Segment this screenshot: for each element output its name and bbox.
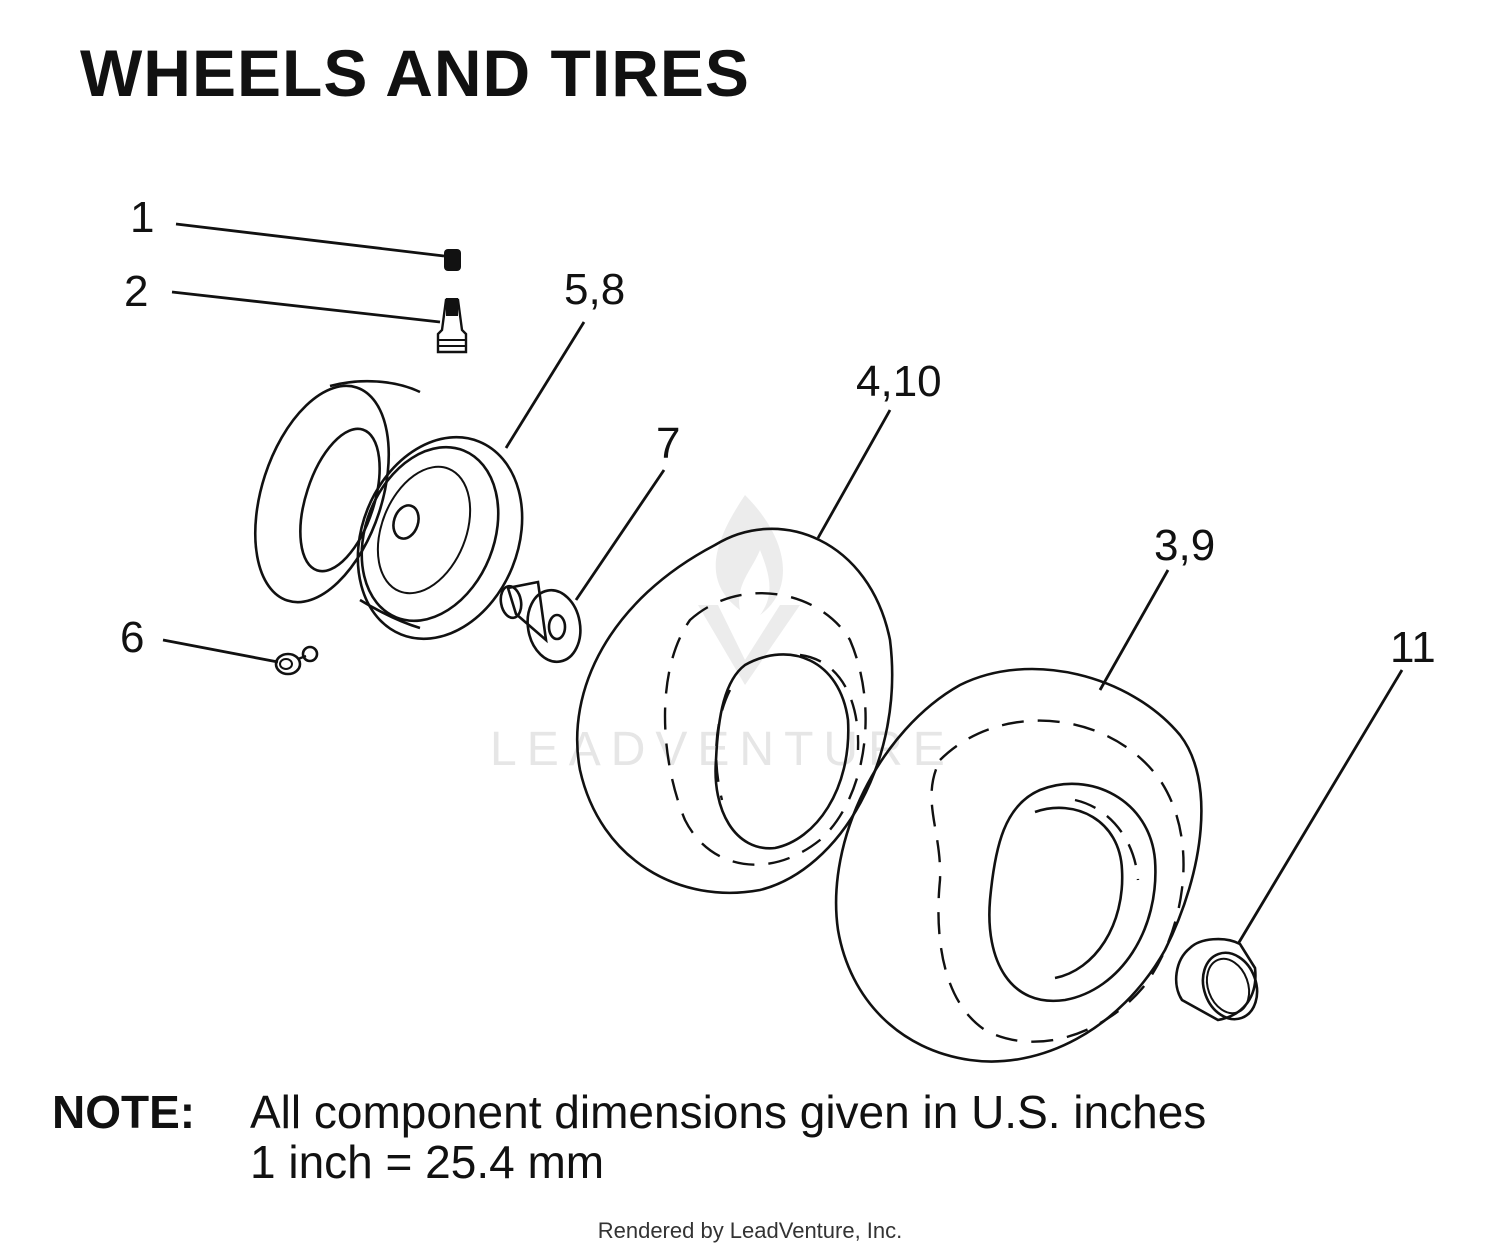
leader-line-4-10	[816, 409, 892, 539]
part-front-tire	[575, 527, 894, 895]
leader-line-7	[574, 469, 666, 601]
watermark-flame-icon	[715, 495, 783, 615]
part-rear-tire	[834, 667, 1203, 1063]
note-line-1: All component dimensions given in U.S. i…	[250, 1086, 1207, 1138]
part-valve-stem	[436, 298, 468, 354]
callout-4-10: 4,10	[856, 357, 942, 406]
leader-line-2	[171, 290, 441, 324]
callout-11: 11	[1390, 623, 1436, 672]
watermark-text: LEADVENTURE	[490, 723, 955, 776]
callout-2: 2	[124, 267, 148, 316]
callout-6: 6	[120, 613, 144, 662]
part-grease-fitting	[274, 645, 319, 676]
leader-line-1	[175, 222, 445, 258]
callout-3-9: 3,9	[1154, 521, 1215, 570]
part-bushing	[499, 580, 582, 664]
part-valve-cap	[444, 249, 461, 271]
part-wheel-rim	[253, 379, 524, 641]
leader-line-6	[162, 638, 279, 664]
page-title: WHEELS AND TIRES	[80, 36, 750, 110]
part-hub-cap	[1174, 937, 1259, 1022]
rendered-by-footer: Rendered by LeadVenture, Inc.	[597, 1218, 903, 1243]
callout-5-8: 5,8	[564, 265, 625, 314]
callout-7: 7	[656, 419, 680, 468]
note-label: NOTE:	[52, 1086, 196, 1138]
leader-line-3-9	[1098, 569, 1170, 691]
leader-line-5-8	[504, 321, 586, 449]
leader-lines	[162, 222, 1404, 945]
dimensions-note: NOTE: All component dimensions given in U…	[52, 1086, 1207, 1188]
callout-1: 1	[130, 193, 154, 242]
leader-line-11	[1236, 669, 1404, 945]
note-text: All component dimensions given in U.S. i…	[250, 1086, 1207, 1188]
note-line-2: 1 inch = 25.4 mm	[250, 1135, 605, 1188]
watermark-v-icon	[698, 605, 800, 685]
